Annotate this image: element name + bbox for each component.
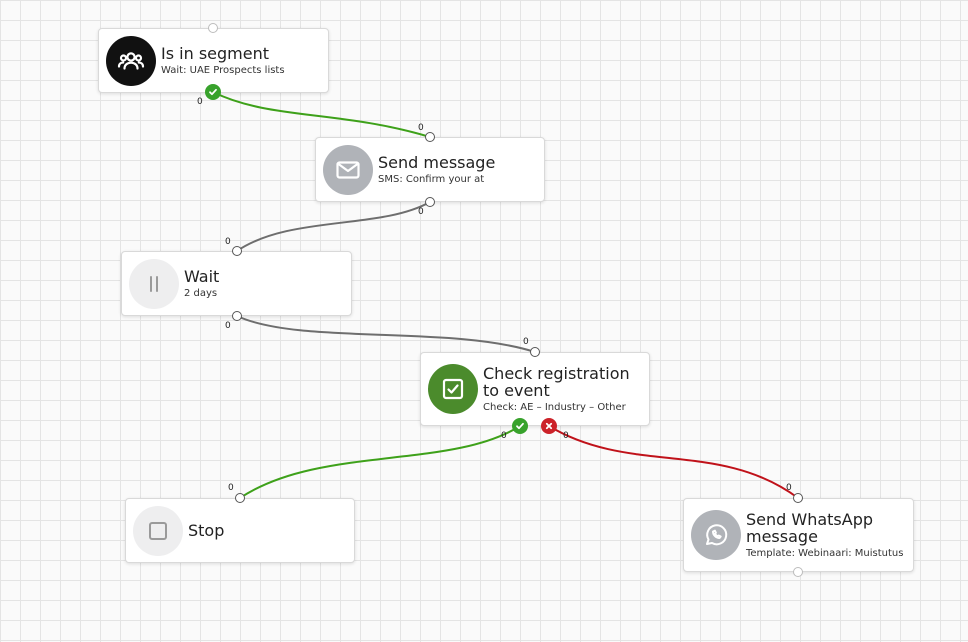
input-count: 0 <box>523 337 529 347</box>
input-count: 0 <box>418 123 424 133</box>
yes-output-count: 0 <box>501 431 507 441</box>
output-port[interactable] <box>793 567 803 577</box>
node-check-registration[interactable]: Check registration to event Check: AE – … <box>420 352 650 426</box>
input-count: 0 <box>225 237 231 247</box>
node-icon-bg <box>323 145 373 195</box>
node-icon-bg <box>129 259 179 309</box>
x-icon <box>545 422 553 430</box>
connection-send-message-to-wait <box>236 201 431 252</box>
connection-segment-to-send-message <box>212 91 431 138</box>
input-port[interactable] <box>530 347 540 357</box>
input-count: 0 <box>786 483 792 493</box>
yes-output-port[interactable] <box>205 84 221 100</box>
envelope-icon <box>336 161 360 179</box>
yes-output-port[interactable] <box>512 418 528 434</box>
node-send-whatsapp[interactable]: Send WhatsApp message Template: Webinaar… <box>683 498 914 572</box>
node-title: Send WhatsApp message <box>746 510 874 546</box>
node-icon-bg <box>106 36 156 86</box>
no-output-count: 0 <box>563 431 569 441</box>
check-icon <box>516 422 524 430</box>
input-port[interactable] <box>235 493 245 503</box>
node-title: Check registration to event <box>483 364 630 400</box>
output-count: 0 <box>418 207 424 217</box>
node-title: Send message <box>378 153 496 172</box>
node-icon-bg <box>428 364 478 414</box>
node-stop[interactable]: Stop <box>125 498 355 563</box>
input-port[interactable] <box>208 23 218 33</box>
checkbox-icon <box>442 378 464 400</box>
input-port[interactable] <box>232 246 242 256</box>
input-port[interactable] <box>425 132 435 142</box>
input-count: 0 <box>228 483 234 493</box>
node-subtitle: Template: Webinaari: Muistutus <box>746 548 904 559</box>
node-title: Wait <box>184 267 220 286</box>
whatsapp-icon <box>706 524 728 546</box>
node-subtitle: Wait: UAE Prospects lists <box>161 65 285 76</box>
no-output-port[interactable] <box>541 418 557 434</box>
node-icon-bg <box>691 510 741 560</box>
node-title: Is in segment <box>161 44 269 63</box>
output-port[interactable] <box>232 311 242 321</box>
node-send-message[interactable]: Send message SMS: Confirm your at <box>315 137 545 202</box>
node-subtitle: SMS: Confirm your at <box>378 174 485 185</box>
stop-icon <box>149 522 167 540</box>
output-count: 0 <box>197 97 203 107</box>
node-title: Stop <box>188 521 225 540</box>
users-icon <box>117 52 145 70</box>
output-port[interactable] <box>425 197 435 207</box>
node-is-in-segment[interactable]: Is in segment Wait: UAE Prospects lists <box>98 28 329 93</box>
node-subtitle: Check: AE – Industry – Other <box>483 402 626 413</box>
connection-check-yes-to-stop <box>239 425 521 499</box>
output-count: 0 <box>225 321 231 331</box>
connection-check-no-to-whatsapp <box>548 425 799 499</box>
node-icon-bg <box>133 506 183 556</box>
node-wait[interactable]: Wait 2 days <box>121 251 352 316</box>
input-port[interactable] <box>793 493 803 503</box>
connection-wait-to-check <box>236 315 536 353</box>
pause-icon <box>150 276 158 292</box>
check-icon <box>209 88 217 96</box>
node-subtitle: 2 days <box>184 288 218 299</box>
